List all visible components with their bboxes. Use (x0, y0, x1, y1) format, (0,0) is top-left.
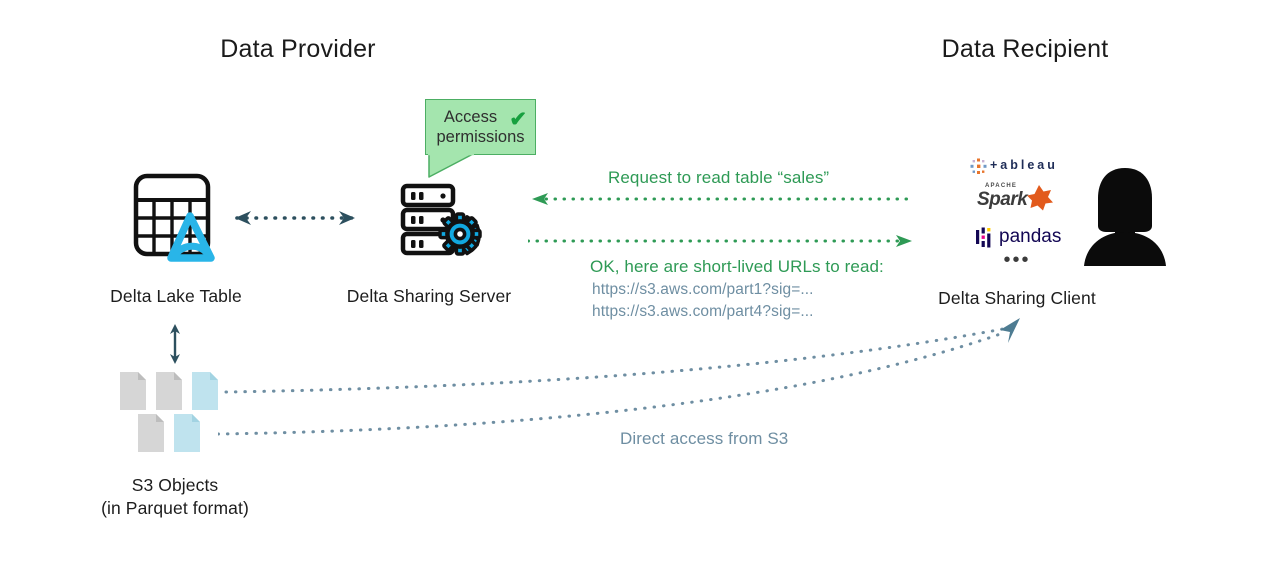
response-url-1: https://s3.aws.com/part1?sig=... (592, 281, 814, 298)
more-clients-ellipsis: ••• (1003, 249, 1031, 271)
callout-line-1: Access (443, 107, 498, 126)
s3-objects-label-line2: (in Parquet format) (101, 498, 249, 518)
apache-spark-small-text: APACHE (985, 183, 1018, 189)
section-title-data-provider: Data Provider (220, 35, 376, 63)
arrow-table-s3-vertical (167, 323, 183, 365)
delta-lake-table-label: Delta Lake Table (110, 286, 242, 306)
apache-spark-logo-icon: APACHE Spark (977, 183, 1063, 212)
check-icon: ✔ (509, 108, 527, 131)
tableau-logo-text: +ableau (990, 158, 1058, 172)
s3-objects-icon-group (120, 372, 240, 452)
response-url-2: https://s3.aws.com/part4?sig=... (592, 303, 814, 320)
callout-tail-icon (425, 152, 495, 179)
direct-access-label: Direct access from S3 (620, 429, 789, 448)
request-message-text: Request to read table “sales” (608, 168, 830, 187)
server-gear-icon (398, 180, 488, 262)
access-permissions-callout: Access permissions ✔ (425, 99, 536, 155)
delta-sharing-server-label: Delta Sharing Server (346, 286, 512, 306)
pandas-logo-text: pandas (999, 226, 1062, 247)
response-title-text: OK, here are short-lived URLs to read: (590, 257, 884, 276)
arrow-request-left (528, 191, 914, 207)
section-title-data-recipient: Data Recipient (941, 35, 1109, 63)
tableau-logo-icon: +ableau (968, 157, 1074, 177)
delta-lake-table-icon (128, 168, 228, 268)
arrow-table-server (215, 204, 375, 232)
arrow-direct-access-s3 (216, 310, 1028, 450)
arrow-response-right (526, 233, 916, 249)
delta-sharing-client-label: Delta Sharing Client (938, 288, 1096, 308)
callout-line-2: permissions (436, 128, 525, 146)
s3-objects-label-line1: S3 Objects (131, 475, 219, 495)
person-avatar-icon (1080, 164, 1170, 266)
pandas-logo-icon: pandas (975, 226, 1067, 251)
apache-spark-logo-text: Spark (977, 189, 1028, 210)
